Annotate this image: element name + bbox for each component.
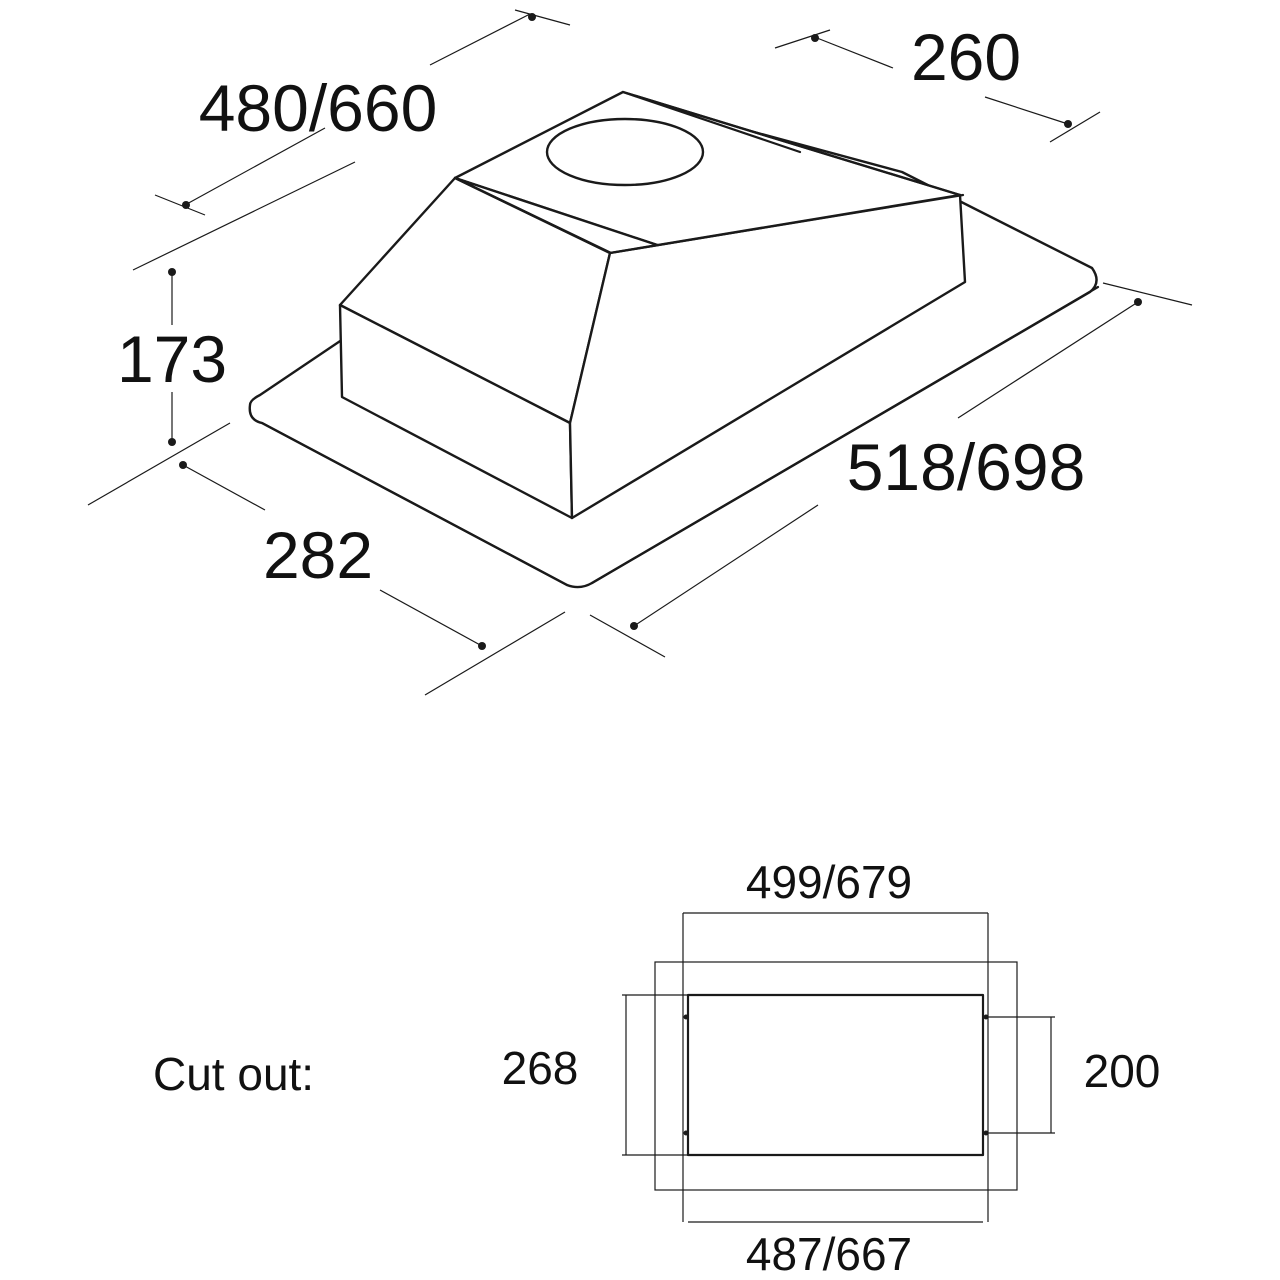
- screw-hole: [983, 1014, 989, 1020]
- dim-width-518-698: 518/698: [589, 282, 1193, 658]
- dim-height-173: 173: [117, 268, 227, 446]
- label-200: 200: [1084, 1045, 1161, 1097]
- screw-hole: [683, 1014, 689, 1020]
- exhaust-opening: [545, 117, 705, 187]
- hood-base-edge: [260, 285, 1100, 587]
- cutout-opening: [686, 993, 985, 1157]
- screw-hole: [983, 1130, 989, 1136]
- label-518-698: 518/698: [847, 430, 1086, 504]
- label-487-667: 487/667: [746, 1228, 912, 1280]
- cutout-outer-frame: [654, 961, 1018, 1191]
- cutout-illustration: 499/679 487/667 268 200: [502, 856, 1161, 1280]
- dim-front-282: 282: [87, 422, 566, 696]
- cutout-caption: Cut out:: [153, 1048, 314, 1100]
- label-282: 282: [263, 518, 373, 592]
- label-268: 268: [502, 1042, 579, 1094]
- hood-illustration: [248, 90, 1100, 589]
- screw-hole: [683, 1130, 689, 1136]
- dim-width-480-660: 480/660: [132, 9, 571, 271]
- label-499-679: 499/679: [746, 856, 912, 908]
- label-260: 260: [911, 20, 1021, 94]
- label-173: 173: [117, 322, 227, 396]
- label-480-660: 480/660: [199, 71, 438, 145]
- dim-depth-260: 260: [774, 20, 1101, 143]
